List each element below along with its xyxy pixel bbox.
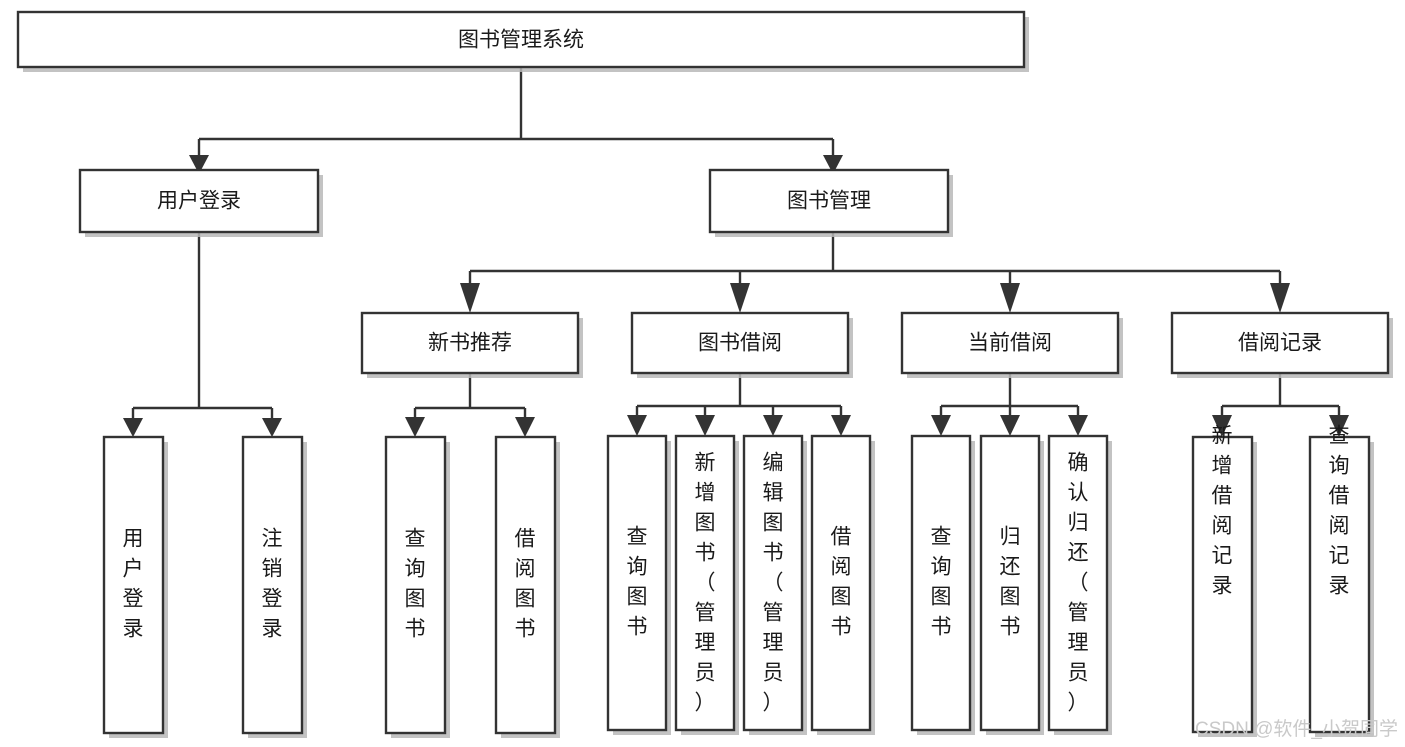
arrow-to-leaf-add-record <box>1212 415 1232 437</box>
leaf-query-book-3-label: 查询图书 <box>931 526 952 639</box>
root-box <box>16 10 1026 69</box>
borrow-record-label: 借阅记录 <box>1238 332 1322 355</box>
node-leaf-query-record[interactable]: 查询借阅记录 <box>1308 425 1374 737</box>
leaf-add-record-box <box>1191 435 1254 734</box>
connector-user-login-trunk <box>131 232 274 421</box>
arrow-to-book-borrow <box>730 283 750 313</box>
node-book-borrow[interactable]: 图书借阅 <box>630 311 853 378</box>
arrow-to-current-borrow <box>1000 283 1020 313</box>
leaf-query-record-label: 查询借阅记录 <box>1329 425 1350 598</box>
node-leaf-query-book-2[interactable]: 查询图书 <box>606 434 671 735</box>
connector-layer <box>123 67 1349 437</box>
node-root[interactable]: 图书管理系统 <box>16 10 1029 72</box>
arrow-to-leaf-confirm-return <box>1068 415 1088 436</box>
node-leaf-borrow-book-2[interactable]: 借阅图书 <box>810 434 875 735</box>
node-borrow-record[interactable]: 借阅记录 <box>1170 311 1393 378</box>
leaf-edit-book-box <box>742 434 804 732</box>
leaf-query-book-1-box <box>384 435 447 735</box>
book-management-label: 图书管理 <box>787 190 871 213</box>
connector-current-borrow-trunk <box>939 374 1080 418</box>
connector-book-management-trunk <box>468 232 1282 285</box>
book-borrow-box <box>630 311 850 375</box>
node-user-login[interactable]: 用户登录 <box>78 168 323 237</box>
leaf-add-book-box <box>674 434 736 732</box>
current-borrow-label: 当前借阅 <box>968 332 1052 355</box>
connector-root-trunk <box>197 67 835 158</box>
arrow-to-leaf-edit-book <box>763 415 783 436</box>
node-leaf-borrow-book-1[interactable]: 借阅图书 <box>494 435 560 738</box>
leaf-add-record-label: 新增借阅记录 <box>1212 425 1233 598</box>
watermark-label: CSDN @软件_小贺同学 <box>1195 718 1398 740</box>
borrow-record-box <box>1170 311 1390 375</box>
root-label: 图书管理系统 <box>458 29 584 52</box>
arrow-to-leaf-add-book <box>695 415 715 436</box>
leaf-user-logout-box <box>241 435 304 735</box>
book-management-box <box>708 168 950 234</box>
node-leaf-confirm-return[interactable]: 确认归还（管理员） <box>1047 434 1112 735</box>
arrow-to-book-management <box>823 155 843 174</box>
arrow-to-leaf-borrow-book-1 <box>515 417 535 437</box>
current-borrow-box <box>900 311 1120 375</box>
leaf-query-book-2-box <box>606 434 668 732</box>
leaf-user-logout-label: 注销登录 <box>262 528 283 641</box>
leaf-query-book-1-label: 查询图书 <box>405 528 426 641</box>
node-leaf-query-book-1[interactable]: 查询图书 <box>384 435 450 738</box>
leaf-confirm-return-label: 确认归还（管理员） <box>1068 452 1089 715</box>
node-leaf-query-book-3[interactable]: 查询图书 <box>910 434 975 735</box>
connector-book-borrow-trunk <box>635 374 843 418</box>
new-book-recommend-box <box>360 311 580 375</box>
connector-borrow-record-trunk <box>1220 374 1341 418</box>
node-leaf-user-login[interactable]: 用户登录 <box>102 435 168 738</box>
leaf-query-book-3-box <box>910 434 972 732</box>
arrow-to-leaf-borrow-book-2 <box>831 415 851 436</box>
leaf-add-book-label: 新增图书（管理员） <box>695 452 716 715</box>
leaf-edit-book-label: 编辑图书（管理员） <box>763 452 784 715</box>
leaf-user-login-label: 用户登录 <box>123 528 144 641</box>
leaf-return-book-box <box>979 434 1041 732</box>
arrow-to-user-login <box>189 155 209 174</box>
node-leaf-add-book[interactable]: 新增图书（管理员） <box>674 434 739 735</box>
user-login-label: 用户登录 <box>157 190 241 213</box>
arrow-to-leaf-query-record <box>1329 415 1349 437</box>
node-leaf-edit-book[interactable]: 编辑图书（管理员） <box>742 434 807 735</box>
leaf-borrow-book-2-label: 借阅图书 <box>831 526 852 639</box>
leaf-query-record-box <box>1308 435 1371 734</box>
leaf-borrow-book-1-box <box>494 435 557 735</box>
arrow-to-leaf-query-book-2 <box>627 415 647 436</box>
leaf-borrow-book-1-label: 借阅图书 <box>515 528 536 641</box>
leaf-borrow-book-2-box <box>810 434 872 732</box>
arrow-to-leaf-user-logout <box>262 418 282 437</box>
node-current-borrow[interactable]: 当前借阅 <box>900 311 1123 378</box>
arrow-to-leaf-user-login <box>123 418 143 437</box>
arrow-to-new-book-recommend <box>460 283 480 313</box>
leaf-query-book-2-label: 查询图书 <box>627 526 648 639</box>
new-book-recommend-label: 新书推荐 <box>428 332 512 355</box>
node-book-management[interactable]: 图书管理 <box>708 168 953 237</box>
node-new-book-recommend[interactable]: 新书推荐 <box>360 311 583 378</box>
leaf-confirm-return-box <box>1047 434 1109 732</box>
connector-new-book-recommend-trunk <box>413 374 527 420</box>
node-leaf-return-book[interactable]: 归还图书 <box>979 434 1044 735</box>
book-borrow-label: 图书借阅 <box>698 332 782 355</box>
leaf-return-book-label: 归还图书 <box>1000 526 1021 639</box>
node-leaf-add-record[interactable]: 新增借阅记录 <box>1191 425 1257 737</box>
arrow-to-leaf-return-book <box>1000 415 1020 436</box>
node-leaf-user-logout[interactable]: 注销登录 <box>241 435 307 738</box>
leaf-user-login-box <box>102 435 165 735</box>
arrow-to-leaf-query-book-3 <box>931 415 951 436</box>
arrow-to-borrow-record <box>1270 283 1290 313</box>
arrow-to-leaf-query-book-1 <box>405 417 425 437</box>
user-login-box <box>78 168 320 234</box>
